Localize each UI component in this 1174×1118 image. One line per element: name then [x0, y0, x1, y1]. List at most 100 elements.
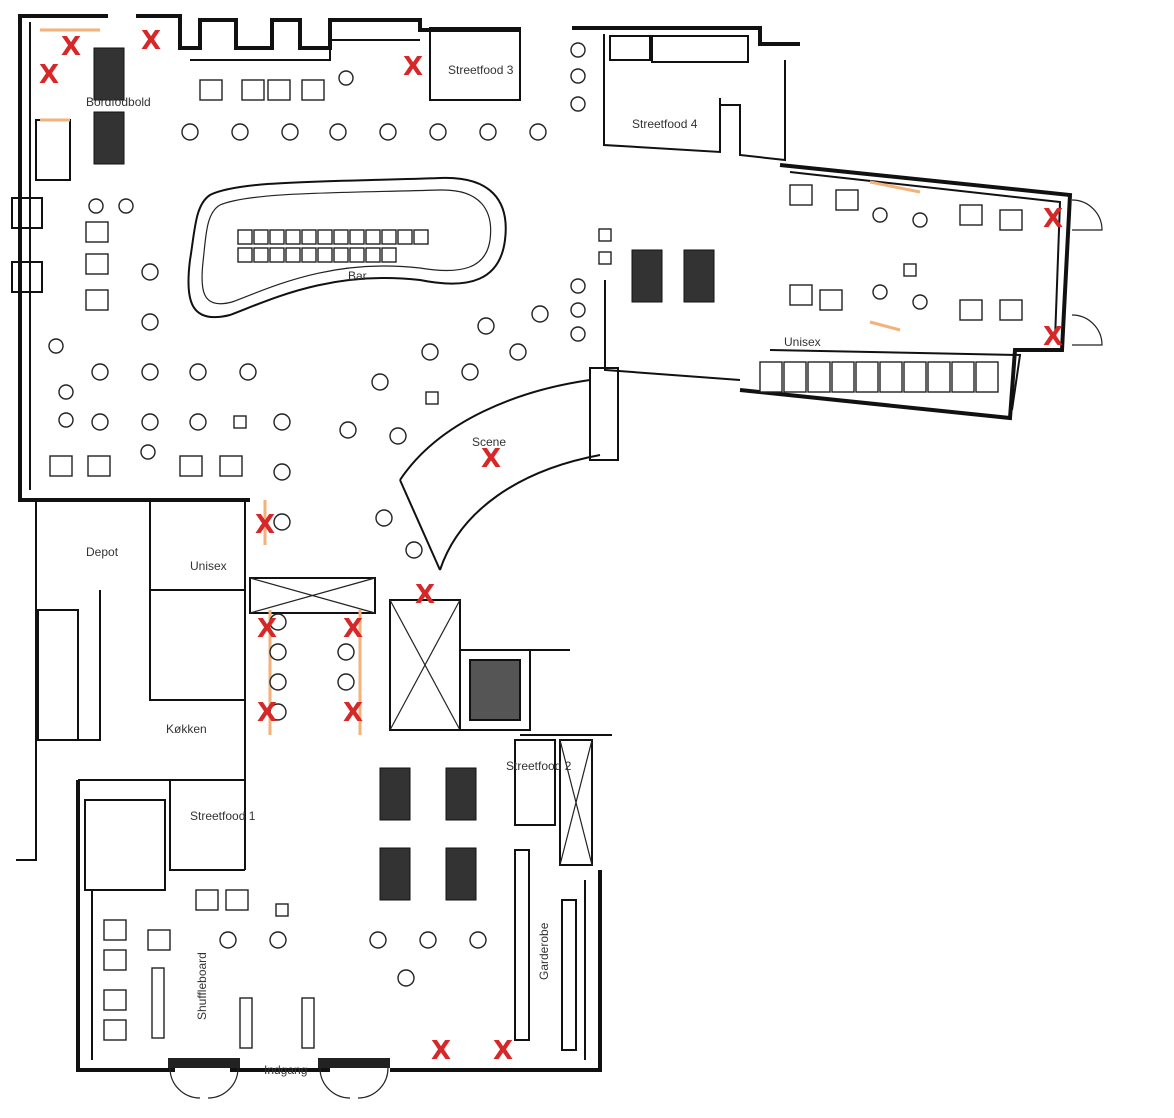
stool	[570, 302, 586, 318]
round-table	[281, 123, 299, 141]
booth-seat	[789, 284, 813, 306]
group-table	[445, 767, 477, 821]
round-table	[91, 363, 109, 381]
bar-cell	[349, 229, 365, 245]
exit-marker-x: X	[141, 26, 161, 56]
group-table	[93, 111, 125, 165]
tables	[91, 123, 917, 1049]
round-table	[231, 123, 249, 141]
round-table	[429, 123, 447, 141]
bar-cell	[413, 229, 429, 245]
round-table	[269, 931, 287, 949]
booth-seat	[195, 889, 219, 911]
round-table	[369, 931, 387, 949]
round-table	[337, 673, 355, 691]
exit-marker-x: X	[1043, 322, 1063, 352]
exit-marker-x: X	[493, 1036, 513, 1066]
booth-seat	[267, 79, 291, 101]
exit-marker-x: X	[431, 1036, 451, 1066]
round-table	[269, 703, 287, 721]
round-table	[397, 969, 415, 987]
room-label-bar: Bar	[348, 269, 367, 283]
booth-seat	[85, 253, 109, 275]
group-table	[379, 847, 411, 901]
bar-cell	[381, 247, 397, 263]
toilet-cubicle	[903, 361, 927, 393]
booth-seat	[103, 989, 127, 1011]
booth-seat	[225, 889, 249, 911]
round-table	[329, 123, 347, 141]
long-table	[151, 967, 165, 1039]
bar-cell	[365, 229, 381, 245]
exit-marker-x: X	[481, 444, 501, 474]
bar-cell	[301, 247, 317, 263]
square-table	[425, 391, 439, 405]
round-table	[273, 463, 291, 481]
exit-marker-x: X	[39, 60, 59, 90]
stool	[570, 96, 586, 112]
round-table	[371, 373, 389, 391]
bar-cell	[349, 247, 365, 263]
group-table	[445, 847, 477, 901]
stool	[872, 284, 888, 300]
exit-marker-x: X	[1043, 204, 1063, 234]
round-table	[141, 313, 159, 331]
toilet-cubicle	[951, 361, 975, 393]
toilet-cubicle	[975, 361, 999, 393]
booth-seat	[103, 949, 127, 971]
round-table	[389, 427, 407, 445]
round-table	[479, 123, 497, 141]
round-table	[469, 931, 487, 949]
stool	[912, 294, 928, 310]
round-table	[91, 413, 109, 431]
room-label-unisex-right: Unisex	[784, 335, 821, 349]
room-label-streetfood1: Streetfood 1	[190, 809, 256, 823]
bar-cell	[381, 229, 397, 245]
bar-cell	[317, 247, 333, 263]
room-label-streetfood3: Streetfood 3	[448, 63, 514, 77]
booth-seat	[103, 919, 127, 941]
bar-cell	[397, 229, 413, 245]
round-table	[181, 123, 199, 141]
round-table	[509, 343, 527, 361]
room-labels: Bordfodbold Streetfood 3 Streetfood 4 Ba…	[86, 63, 821, 1077]
round-table	[379, 123, 397, 141]
stool	[570, 68, 586, 84]
bar-cell	[237, 229, 253, 245]
bar-cell	[285, 247, 301, 263]
booth-seat	[835, 189, 859, 211]
toilet-cubicle	[927, 361, 951, 393]
round-table	[141, 363, 159, 381]
room-label-garderobe: Garderobe	[537, 922, 551, 980]
toilet-cubicle	[807, 361, 831, 393]
round-table	[141, 413, 159, 431]
bar-cell	[253, 229, 269, 245]
stool	[58, 412, 74, 428]
stool	[570, 326, 586, 342]
booth-seat	[219, 455, 243, 477]
round-table	[141, 263, 159, 281]
booth-seat	[959, 204, 983, 226]
round-table	[269, 673, 287, 691]
room-label-unisex-left: Unisex	[190, 559, 227, 573]
room-label-scene: Scene	[472, 435, 506, 449]
bar-cell	[285, 229, 301, 245]
booth-seat	[199, 79, 223, 101]
bar-cell	[253, 247, 269, 263]
doors	[168, 199, 1103, 1099]
booth-seat	[999, 299, 1023, 321]
round-table	[273, 513, 291, 531]
booth-seat	[103, 1019, 127, 1041]
round-table	[375, 509, 393, 527]
stool	[48, 338, 64, 354]
exit-marker-x: X	[403, 52, 423, 82]
toilet-cubicle	[831, 361, 855, 393]
room-label-streetfood2: Streetfood 2	[506, 759, 572, 773]
bar-counter	[237, 229, 999, 393]
seating	[48, 42, 1023, 1041]
stool	[118, 198, 134, 214]
bar-cell	[269, 229, 285, 245]
round-table	[531, 305, 549, 323]
room-label-bordfodbold: Bordfodbold	[86, 95, 151, 109]
